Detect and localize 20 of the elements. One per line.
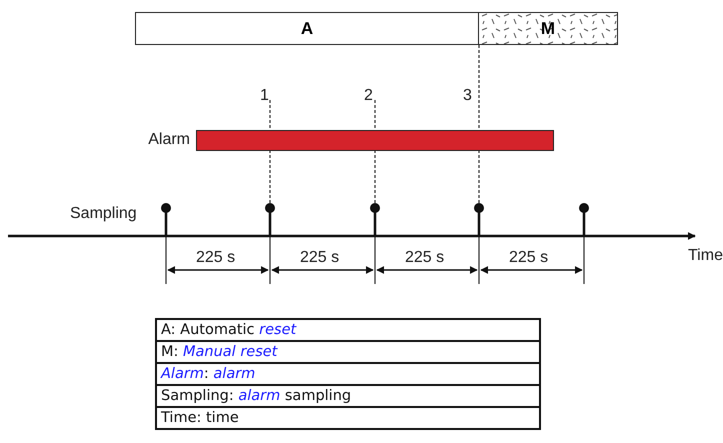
dimension-label: 225 s [196,249,236,267]
dimension-label: 225 s [509,249,548,267]
signal-label: Sampling [70,205,137,223]
callout-number: 1 [260,87,269,105]
dimension-label: 225 s [405,249,444,267]
legend-cell: M: Manual reset [156,341,540,363]
signal-label: Alarm [148,131,190,149]
axis-label: Time [688,247,723,265]
mode-label: A [300,18,314,38]
legend-cell: Sampling: alarm sampling [156,385,540,407]
mode-bar [135,12,479,45]
alarm-bar [196,130,554,151]
callout-number: 3 [463,87,472,105]
legend-cell: A: Automatic reset [156,319,540,341]
legend-cell: Alarm: alarm [156,363,540,385]
dimension-label: 225 s [300,249,340,267]
mode-label: M [540,18,556,38]
legend-cell: Time: time [156,407,540,429]
callout-number: 2 [364,87,373,105]
mode-bar [478,12,618,45]
